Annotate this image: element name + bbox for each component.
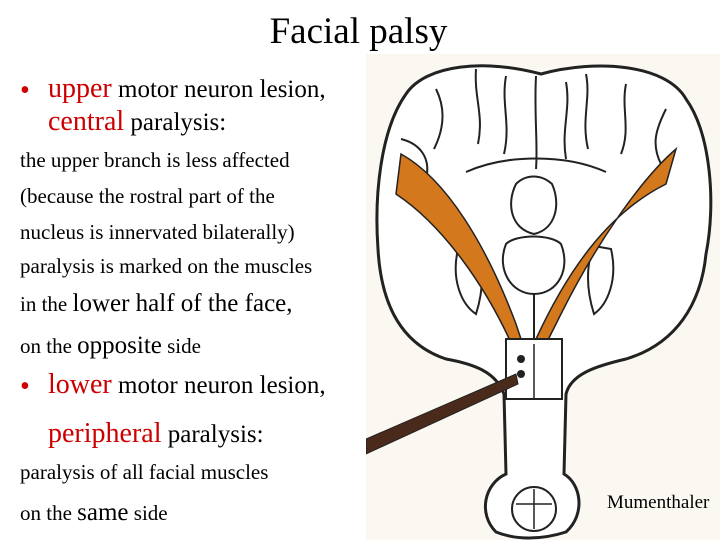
lower-detail-line2: on the same side — [20, 499, 168, 526]
bullet-lower: • — [20, 371, 30, 402]
lower-heading-line2: peripheral paralysis: — [48, 418, 264, 449]
figure-credit: Mumenthaler — [607, 492, 710, 513]
lower-heading-line1: lower motor neuron lesion, — [48, 369, 326, 400]
upper-keyword: upper — [48, 73, 112, 104]
bullet-upper: • — [20, 75, 30, 106]
upper-detail-line1: the upper branch is less affected — [20, 148, 290, 172]
upper-detail-line2: (because the rostral part of the — [20, 184, 275, 208]
slide-title: Facial palsy — [269, 11, 448, 52]
upper-detail-line6: on the opposite side — [20, 332, 201, 359]
lower-detail-line1: paralysis of all facial muscles — [20, 460, 269, 484]
central-keyword: central — [48, 106, 125, 137]
upper-heading-line1: upper motor neuron lesion, — [48, 73, 326, 104]
upper-detail-line3: nucleus is innervated bilaterally) — [20, 220, 295, 244]
brain-coronal-illustration — [366, 54, 720, 540]
upper-heading-line2: central paralysis: — [48, 106, 227, 137]
peripheral-keyword: peripheral — [48, 418, 162, 449]
upper-detail-line5: in the lower half of the face, — [20, 290, 293, 317]
upper-detail-line4: paralysis is marked on the muscles — [20, 254, 313, 278]
lower-keyword: lower — [48, 369, 112, 400]
